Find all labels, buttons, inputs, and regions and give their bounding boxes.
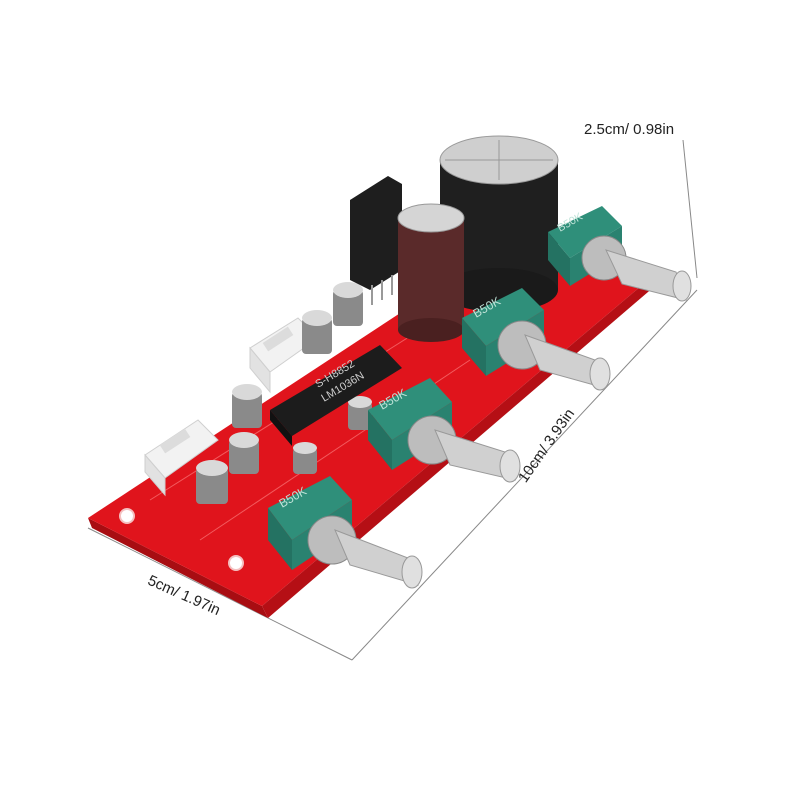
height-dimension-line (682, 139, 698, 279)
potentiometer: B50K (268, 476, 423, 589)
capacitor (232, 384, 262, 428)
capacitor (293, 442, 317, 474)
voltage-regulator (350, 176, 402, 305)
length-dimension-line (351, 289, 698, 661)
potentiometer: B50K (462, 288, 611, 391)
capacitor (229, 432, 259, 474)
capacitor (196, 460, 228, 504)
small-capacitors (196, 282, 372, 504)
mounting-hole (119, 508, 135, 524)
electrolytic-capacitor-medium (397, 203, 465, 342)
pcb-edge (88, 518, 268, 618)
height-dimension-label: 2.5cm/ 0.98in (584, 121, 675, 138)
connector (144, 419, 219, 497)
capacitor (348, 396, 372, 430)
mounting-hole (228, 555, 244, 571)
width-dimension-line (87, 527, 353, 661)
capacitor (302, 310, 332, 354)
connector (249, 317, 319, 394)
dimension-lines (87, 139, 698, 661)
potentiometer: B50K (548, 206, 692, 302)
capacitor (333, 282, 363, 326)
